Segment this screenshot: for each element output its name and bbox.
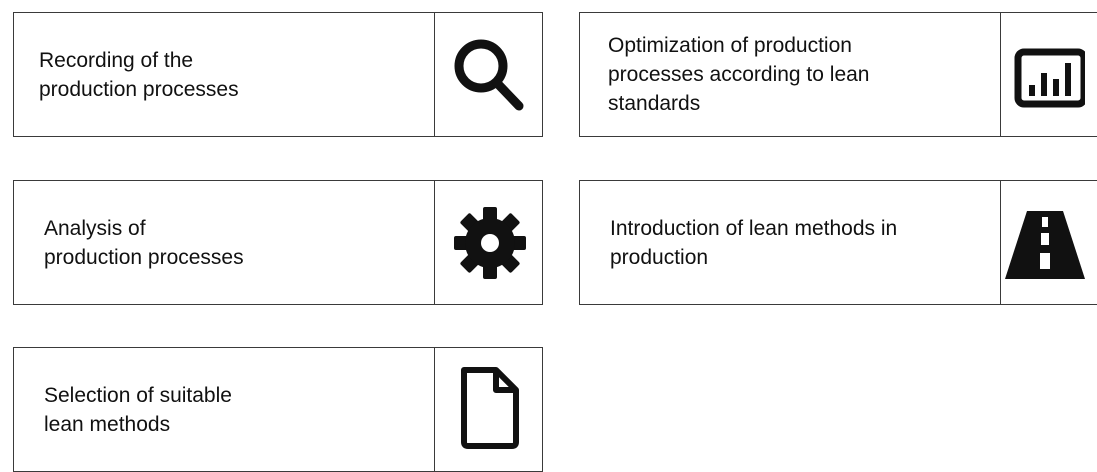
step-card-selection: Selection of suitable lean methods bbox=[13, 347, 543, 472]
bar-chart-icon bbox=[1005, 13, 1097, 136]
step-card-analysis: Analysis of production processes bbox=[13, 180, 543, 305]
step-label: Recording of the production processes bbox=[39, 48, 239, 101]
step-card-recording: Recording of the production processes bbox=[13, 12, 543, 137]
step-label-text: Introduction of lean methods in producti… bbox=[610, 181, 897, 304]
step-card-introduction: Introduction of lean methods in producti… bbox=[579, 180, 1097, 305]
document-icon bbox=[435, 348, 544, 466]
step-label: Introduction of lean methods in producti… bbox=[610, 216, 898, 269]
card-divider bbox=[1000, 13, 1001, 136]
search-icon bbox=[435, 13, 544, 136]
step-label-text: Recording of the production processes bbox=[39, 13, 239, 136]
card-divider bbox=[434, 181, 435, 304]
step-label-text: Optimization of production processes acc… bbox=[608, 13, 870, 136]
step-label: Selection of suitable lean methods bbox=[44, 383, 232, 436]
road-icon bbox=[1005, 181, 1097, 304]
step-label: Optimization of production processes acc… bbox=[608, 34, 870, 115]
card-divider bbox=[434, 13, 435, 136]
step-label-text: Analysis of production processes bbox=[44, 181, 244, 304]
step-card-optimization: Optimization of production processes acc… bbox=[579, 12, 1097, 137]
card-divider bbox=[1000, 181, 1001, 304]
step-label-text: Selection of suitable lean methods bbox=[44, 348, 232, 471]
step-label: Analysis of production processes bbox=[44, 216, 244, 269]
gear-icon bbox=[435, 181, 544, 304]
card-divider bbox=[434, 348, 435, 471]
